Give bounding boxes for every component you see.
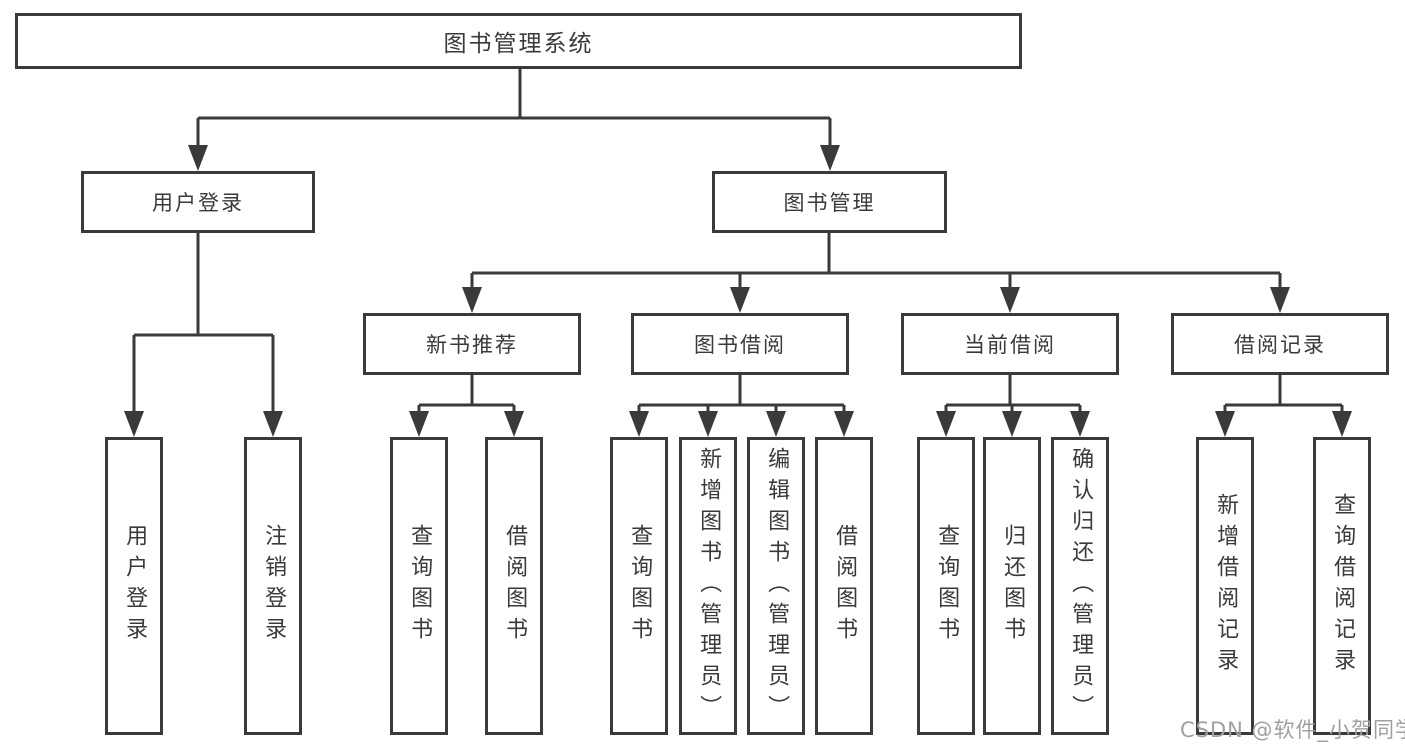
leaf-label: 查询图书 <box>627 524 653 648</box>
node-logout: 注销登录 <box>244 437 302 735</box>
leaf-label: 新增借阅记录 <box>1213 493 1239 679</box>
node-current-borrowing: 当前借阅 <box>901 313 1119 375</box>
node-query-books-current: 查询图书 <box>917 437 975 735</box>
csdn-watermark: CSDN @软件_小贺同学 <box>1180 718 1405 742</box>
node-query-borrow-record: 查询借阅记录 <box>1313 437 1371 735</box>
node-book-management: 图书管理 <box>712 171 947 233</box>
leaf-label: 归还图书 <box>1000 524 1026 648</box>
leaf-label: 确认归还（管理员） <box>1068 446 1094 726</box>
node-borrowing-records: 借阅记录 <box>1171 313 1389 375</box>
leaf-label: 注销登录 <box>261 524 287 648</box>
node-return-books: 归还图书 <box>983 437 1041 735</box>
node-add-book-admin: 新增图书（管理员） <box>679 437 737 735</box>
leaf-label: 查询借阅记录 <box>1330 493 1356 679</box>
leaf-label: 借阅图书 <box>832 524 858 648</box>
leaf-label: 查询图书 <box>407 524 433 648</box>
leaf-label: 查询图书 <box>934 524 960 648</box>
node-borrow-books-recommend: 借阅图书 <box>485 437 543 735</box>
node-book-borrowing: 图书借阅 <box>631 313 849 375</box>
leaf-label: 用户登录 <box>122 524 148 648</box>
node-borrow-books: 借阅图书 <box>815 437 873 735</box>
node-query-books-recommend: 查询图书 <box>390 437 448 735</box>
node-edit-book-admin: 编辑图书（管理员） <box>747 437 805 735</box>
node-library-management-system: 图书管理系统 <box>15 13 1022 69</box>
node-add-borrow-record: 新增借阅记录 <box>1196 437 1254 735</box>
leaf-label: 借阅图书 <box>502 524 528 648</box>
node-query-books-borrowing: 查询图书 <box>610 437 668 735</box>
node-user-login-branch: 用户登录 <box>81 171 315 233</box>
leaf-label: 新增图书（管理员） <box>696 446 722 726</box>
node-new-book-recommendation: 新书推荐 <box>363 313 581 375</box>
leaf-label: 编辑图书（管理员） <box>764 446 790 726</box>
node-user-login: 用户登录 <box>105 437 163 735</box>
node-confirm-return-admin: 确认归还（管理员） <box>1051 437 1109 735</box>
